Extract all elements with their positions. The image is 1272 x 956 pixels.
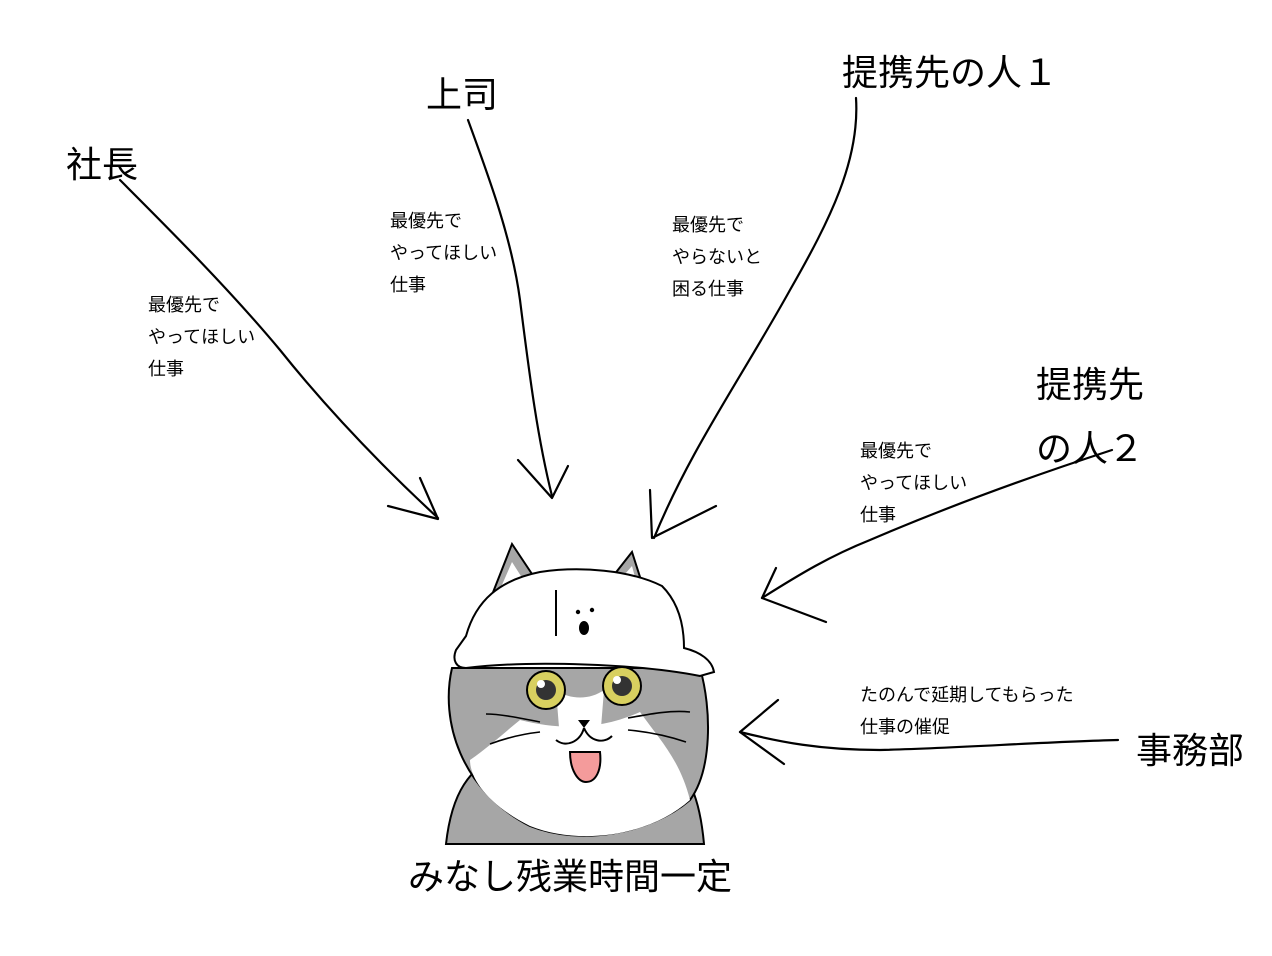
arrow-partner1-head (648, 488, 718, 540)
arrow-office-head (738, 698, 786, 766)
request-text-president: 最優先で やってほしい 仕事 (148, 295, 256, 380)
arrow-partner2 (760, 448, 1114, 600)
request-text-partner1: 最優先で やらないと 困る仕事 (672, 215, 762, 300)
request-text-office: たのんで延期してもらった 仕事の催促 (860, 685, 1074, 738)
source-label-president: 社長 (66, 145, 139, 186)
source-label-office: 事務部 (1136, 731, 1245, 772)
caption: みなし残業時間一定 (408, 857, 733, 898)
arrow-office (738, 730, 1120, 752)
source-label-partner1: 提携先の人１ (842, 53, 1059, 94)
arrow-boss (466, 118, 554, 498)
arrow-partner1 (652, 96, 858, 540)
arrow-president-head (386, 476, 440, 521)
request-text-boss: 最優先で やってほしい 仕事 (390, 211, 498, 296)
arrow-boss-head (516, 458, 570, 500)
arrow-partner2-head (760, 566, 828, 624)
source-label-boss: 上司 (426, 75, 499, 116)
hardhat-cat-icon (444, 541, 716, 845)
source-label-partner2: 提携先 の人２ (1036, 365, 1145, 470)
request-text-partner2: 最優先で やってほしい 仕事 (860, 441, 968, 526)
arrow-president (118, 178, 440, 520)
